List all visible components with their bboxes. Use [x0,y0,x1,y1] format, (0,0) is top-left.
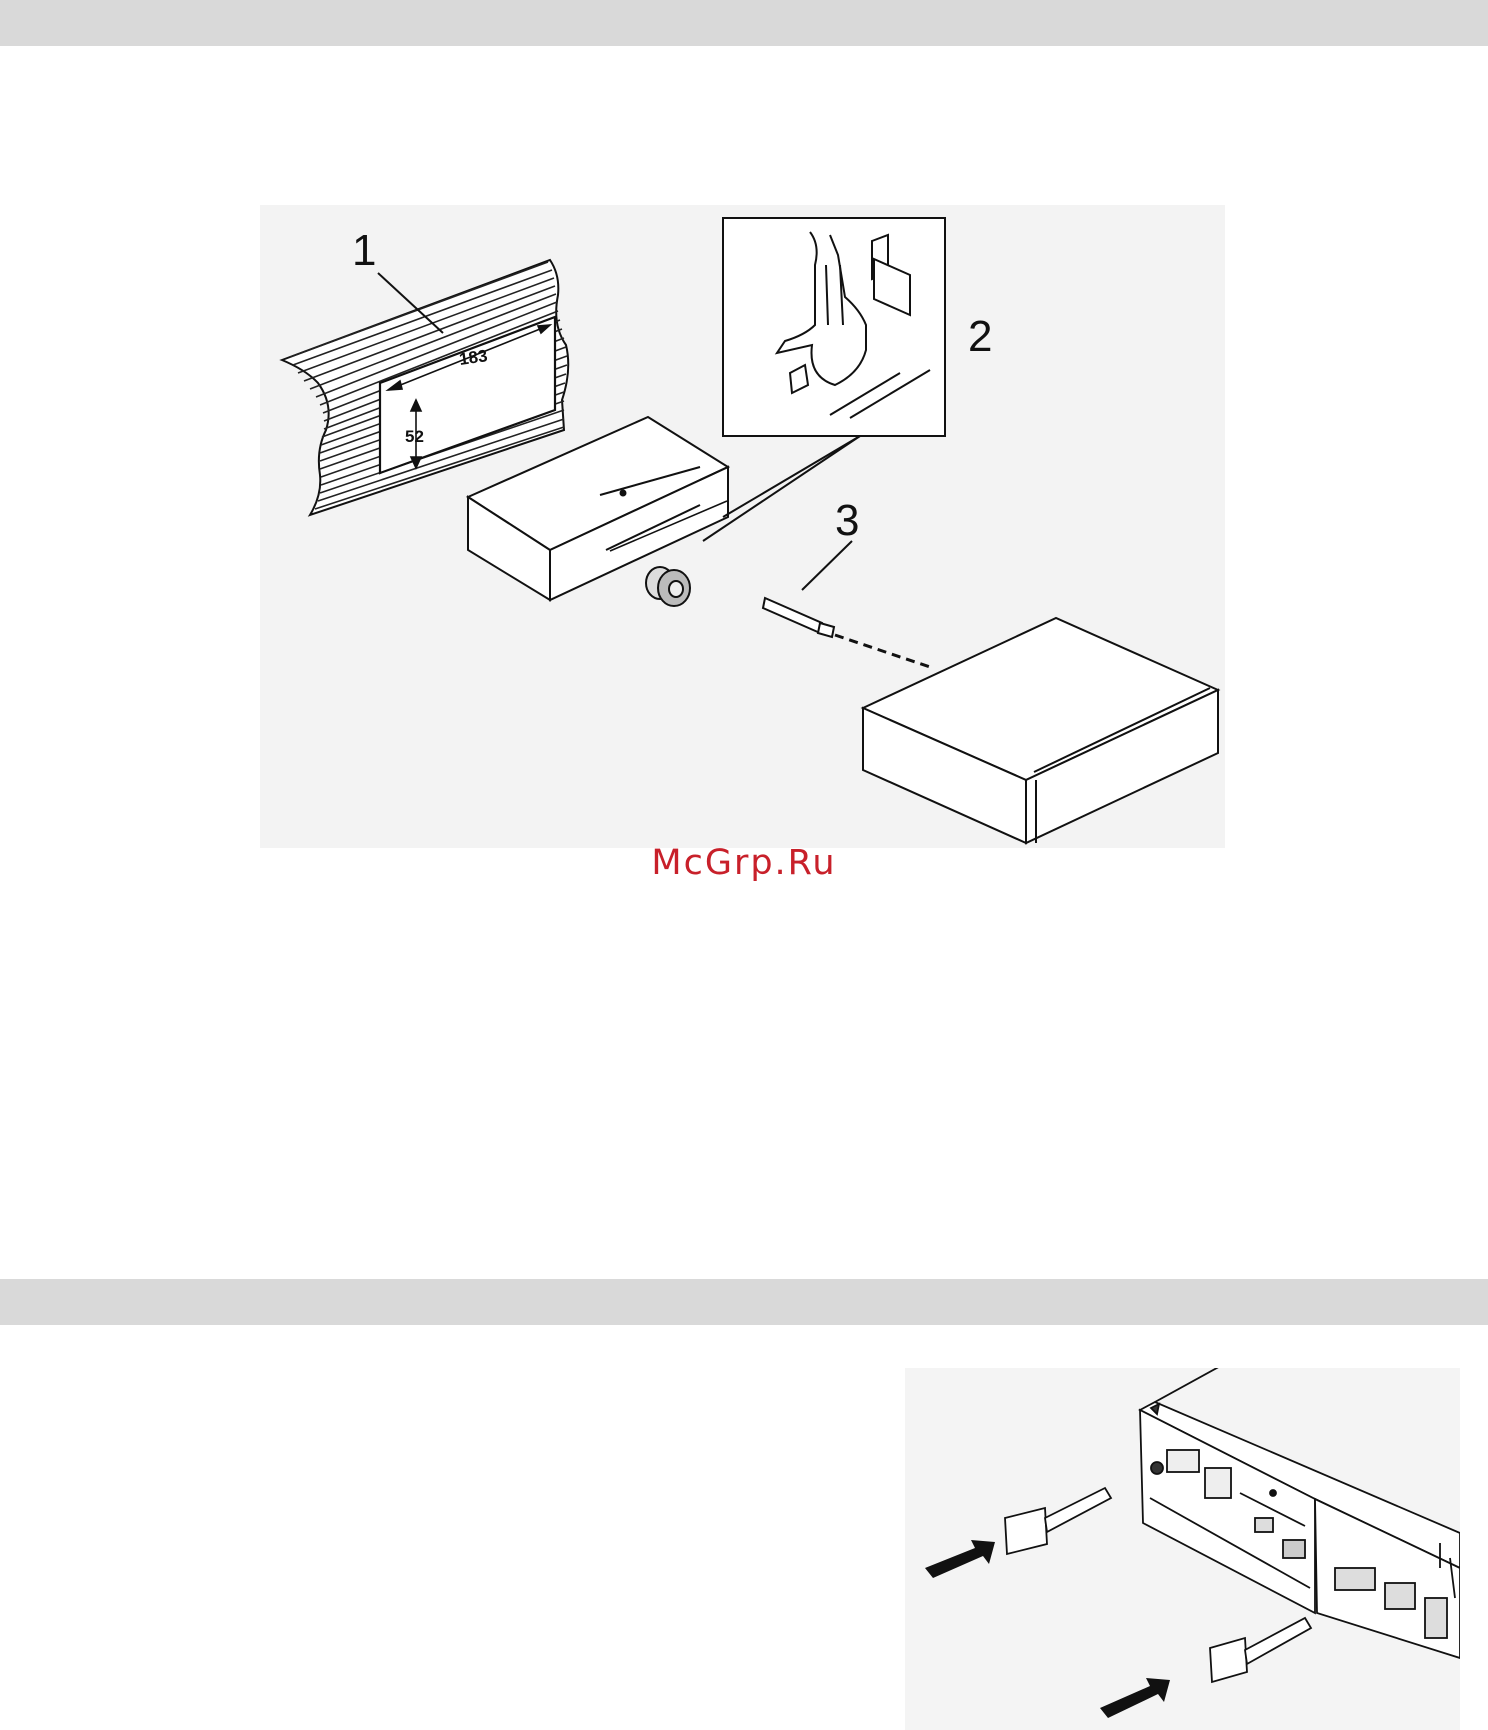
callout-2: 2 [968,312,992,361]
removal-key-lower [1210,1618,1311,1682]
mounting-bolt [763,598,834,637]
section-header-band [0,1279,1488,1325]
callout-3: 3 [835,496,859,545]
alignment-dashed-line [835,635,930,667]
removal-diagram [905,1368,1460,1730]
removal-key-upper [1005,1488,1111,1554]
installation-diagram-svg: 183 52 1 2 [260,205,1225,848]
installation-diagram: 183 52 1 2 [260,205,1225,848]
detail-inset [703,218,945,541]
head-unit [863,618,1218,843]
dimension-height-label: 52 [405,427,424,446]
watermark: McGrp.Ru [0,843,1488,883]
radio-unit [1140,1368,1460,1658]
removal-diagram-svg [905,1368,1460,1730]
washer-nut [646,567,690,606]
arrow-lower [1100,1678,1170,1718]
callout-1: 1 [352,226,376,275]
callout-3-leader [802,541,852,590]
top-header-band [0,0,1488,46]
arrow-upper [925,1540,995,1578]
dimension-width-label: 183 [458,346,489,369]
